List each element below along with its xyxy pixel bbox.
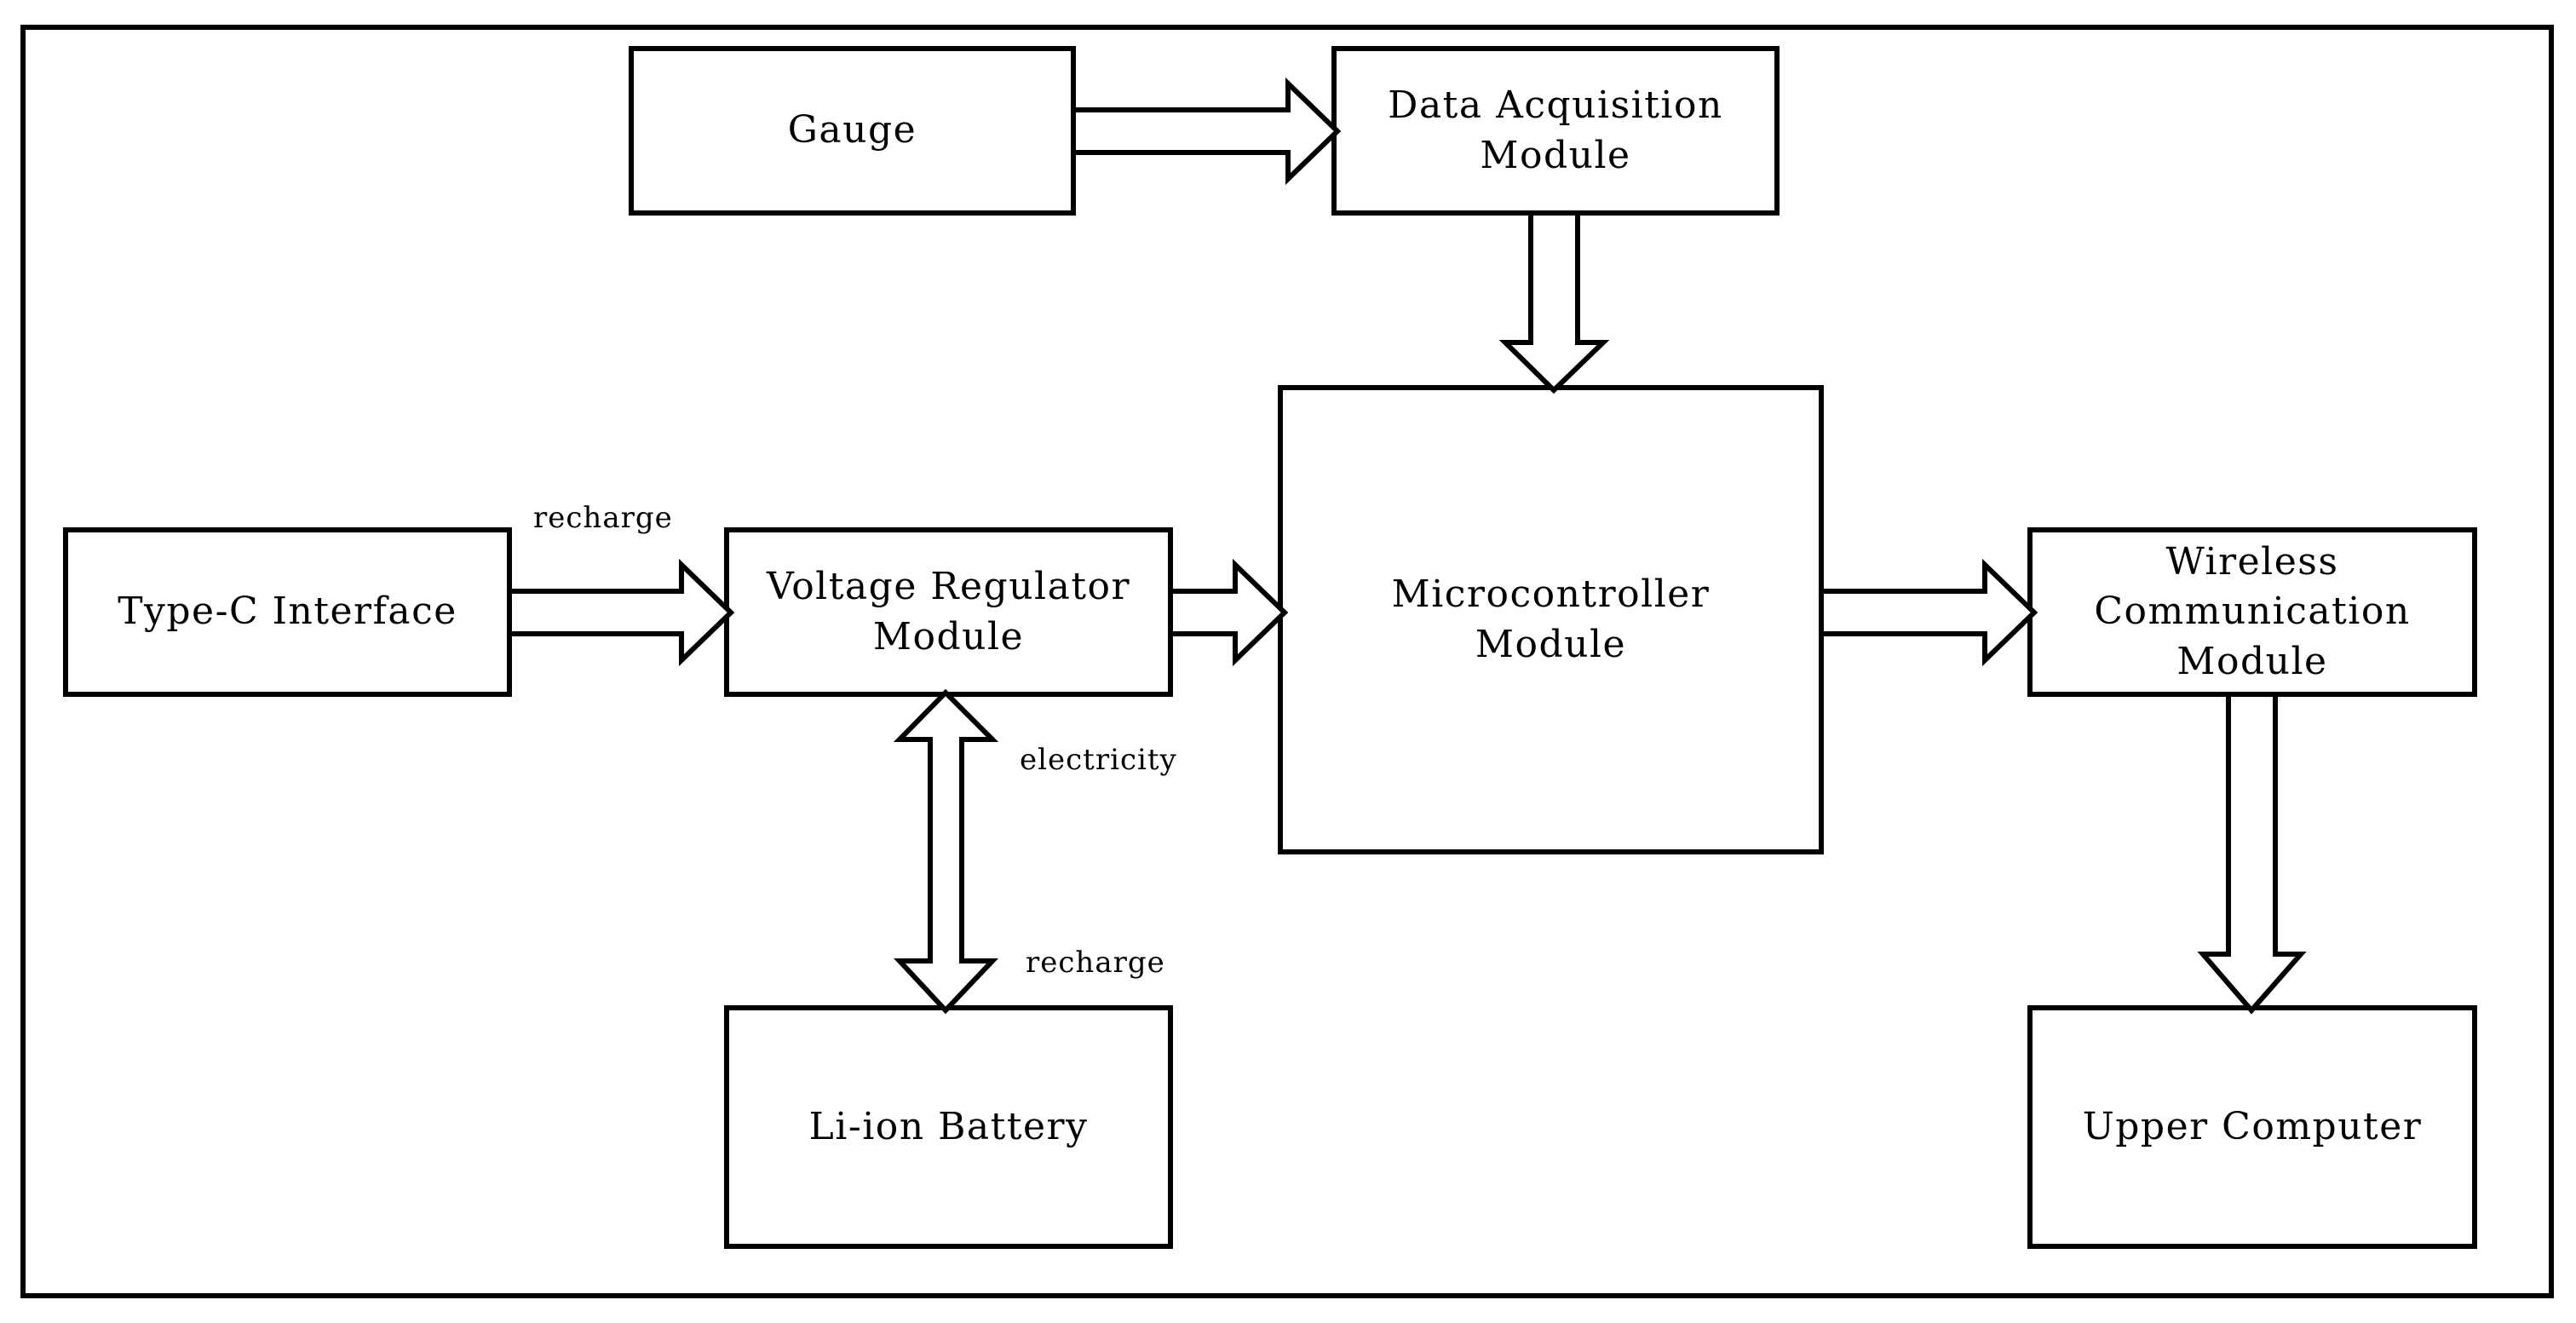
- arrow-voltage-regulator-to-microcontroller: [1168, 558, 1289, 667]
- arrow-gauge-to-data-acquisition: [1071, 77, 1342, 186]
- node-box-type-c-interface[interactable]: [63, 527, 512, 697]
- node-box-wireless-communication-module[interactable]: [2027, 527, 2477, 697]
- outer-frame: [20, 25, 2554, 1298]
- node-box-li-ion-battery[interactable]: [724, 1005, 1173, 1249]
- edge-label-recharge-top: recharge: [533, 501, 673, 535]
- arrow-microcontroller-to-wireless: [1819, 558, 2038, 667]
- node-box-microcontroller-module[interactable]: [1278, 385, 1824, 854]
- arrow-voltage-regulator-battery-bidirectional: [893, 688, 999, 1015]
- node-box-gauge[interactable]: [629, 46, 1076, 216]
- node-box-upper-computer[interactable]: [2027, 1005, 2477, 1249]
- arrow-data-acquisition-to-microcontroller: [1498, 210, 1610, 394]
- arrow-wireless-to-upper-computer: [2197, 692, 2307, 1015]
- edge-label-recharge-bottom: recharge: [1026, 946, 1165, 980]
- arrow-type-c-to-voltage-regulator: [507, 558, 735, 667]
- node-box-voltage-regulator-module[interactable]: [724, 527, 1173, 697]
- edge-label-electricity: electricity: [1020, 743, 1177, 777]
- node-box-data-acquisition-module[interactable]: [1331, 46, 1780, 216]
